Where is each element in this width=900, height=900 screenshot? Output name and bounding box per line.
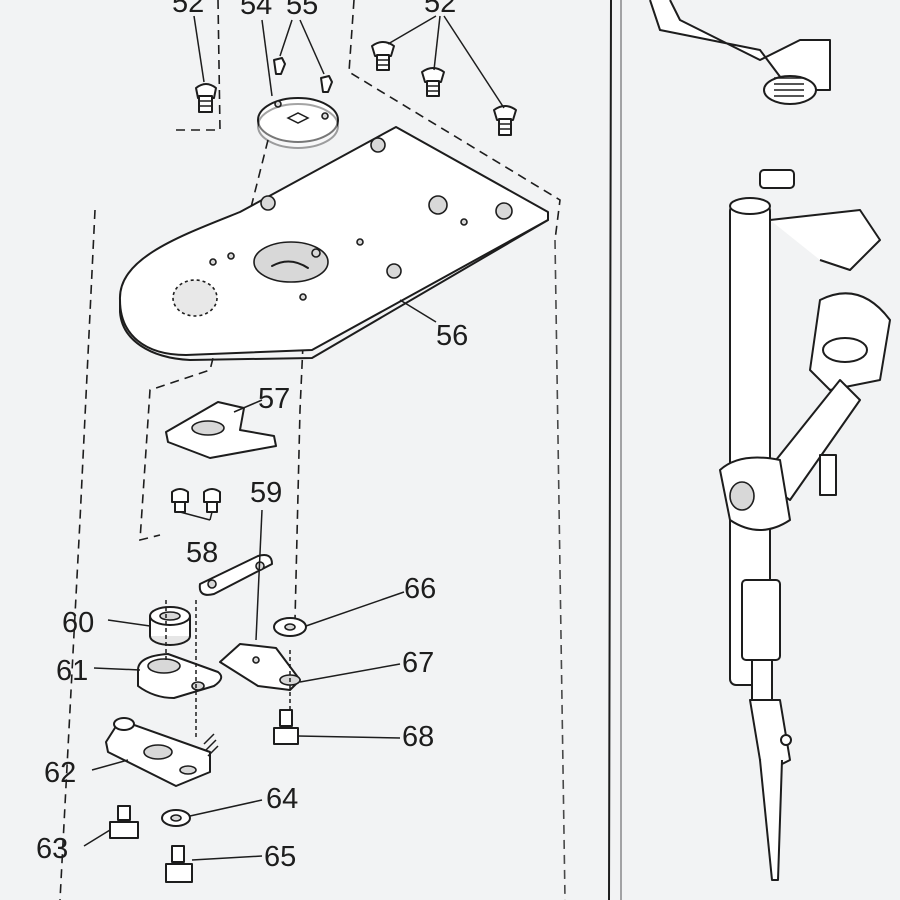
label-52-left: 52 <box>172 0 204 19</box>
label-62: 62 <box>44 757 76 789</box>
label-67: 67 <box>402 647 434 679</box>
screw-52-c <box>493 105 517 136</box>
label-52-right: 52 <box>424 0 456 19</box>
leader-lines <box>83 15 505 861</box>
label-66: 66 <box>404 573 436 605</box>
screw-52-a <box>371 41 395 71</box>
label-55: 55 <box>286 0 318 21</box>
washer-66 <box>273 617 307 637</box>
label-56: 56 <box>436 320 468 352</box>
label-58: 58 <box>186 537 218 569</box>
label-60: 60 <box>62 607 94 639</box>
label-59: 59 <box>250 477 282 509</box>
label-63: 63 <box>36 833 68 865</box>
washer-64 <box>161 809 191 827</box>
feed-plate-67 <box>219 643 301 691</box>
label-68: 68 <box>402 721 434 753</box>
screw-65 <box>165 845 193 883</box>
lever-plate-62 <box>105 717 219 787</box>
part-labels: 52 54 55 52 56 57 58 59 60 61 62 63 64 6… <box>36 0 468 873</box>
label-57: 57 <box>258 383 290 415</box>
screw-68 <box>273 709 299 745</box>
screw-52-b <box>421 67 445 97</box>
screw-52-left <box>195 83 217 113</box>
bushing-60 <box>149 606 191 646</box>
feed-dog-plate-57 <box>165 401 277 459</box>
label-61: 61 <box>56 655 88 687</box>
screw-63 <box>109 805 139 839</box>
needle-bar-assembly <box>649 0 891 881</box>
bed-plate-56 <box>118 126 549 361</box>
screw-55-pair <box>273 57 333 93</box>
throat-plate-54 <box>257 97 339 149</box>
label-65: 65 <box>264 841 296 873</box>
link-plate-59 <box>198 554 273 596</box>
label-64: 64 <box>266 783 298 815</box>
bracket-61 <box>137 653 223 699</box>
label-54: 54 <box>240 0 272 21</box>
screw-58-pair <box>171 488 221 513</box>
panel-dividers <box>554 0 622 900</box>
